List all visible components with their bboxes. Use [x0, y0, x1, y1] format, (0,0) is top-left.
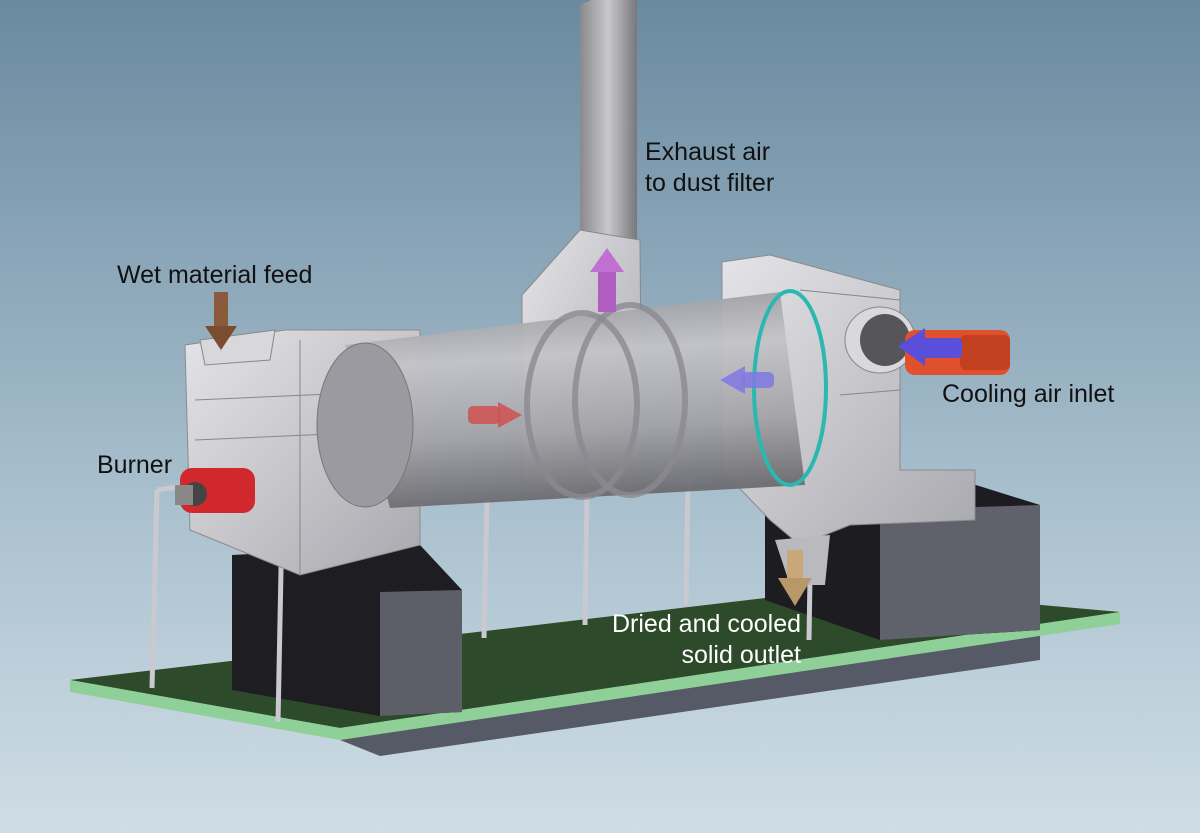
exhaust-label-line2: to dust filter	[645, 169, 775, 197]
outlet-label-line2: solid outlet	[681, 641, 801, 669]
exhaust-air-label: Exhaust air to dust filter	[645, 137, 774, 199]
left-foundation-block	[232, 545, 462, 716]
exhaust-label-line1: Exhaust air	[645, 138, 771, 166]
wet-material-feed-label: Wet material feed	[117, 261, 313, 289]
burner-label: Burner	[97, 451, 173, 479]
exhaust-air-arrow	[590, 248, 624, 312]
cooling-air-inlet-label: Cooling air inlet	[942, 380, 1115, 408]
cooling-inlet-duct	[844, 306, 916, 374]
internal-cooling-air-arrow	[720, 366, 774, 394]
cooling-air-arrow	[898, 328, 962, 366]
hot-air-arrow	[468, 402, 522, 428]
rotary-drum	[316, 289, 828, 508]
solid-outlet-arrow	[778, 550, 812, 606]
burner-unit	[175, 468, 255, 513]
wet-feed-arrow	[205, 292, 237, 350]
outlet-label-line1: Dried and cooled	[611, 610, 801, 638]
solid-outlet-label: Dried and cooled solid outlet	[597, 609, 801, 671]
